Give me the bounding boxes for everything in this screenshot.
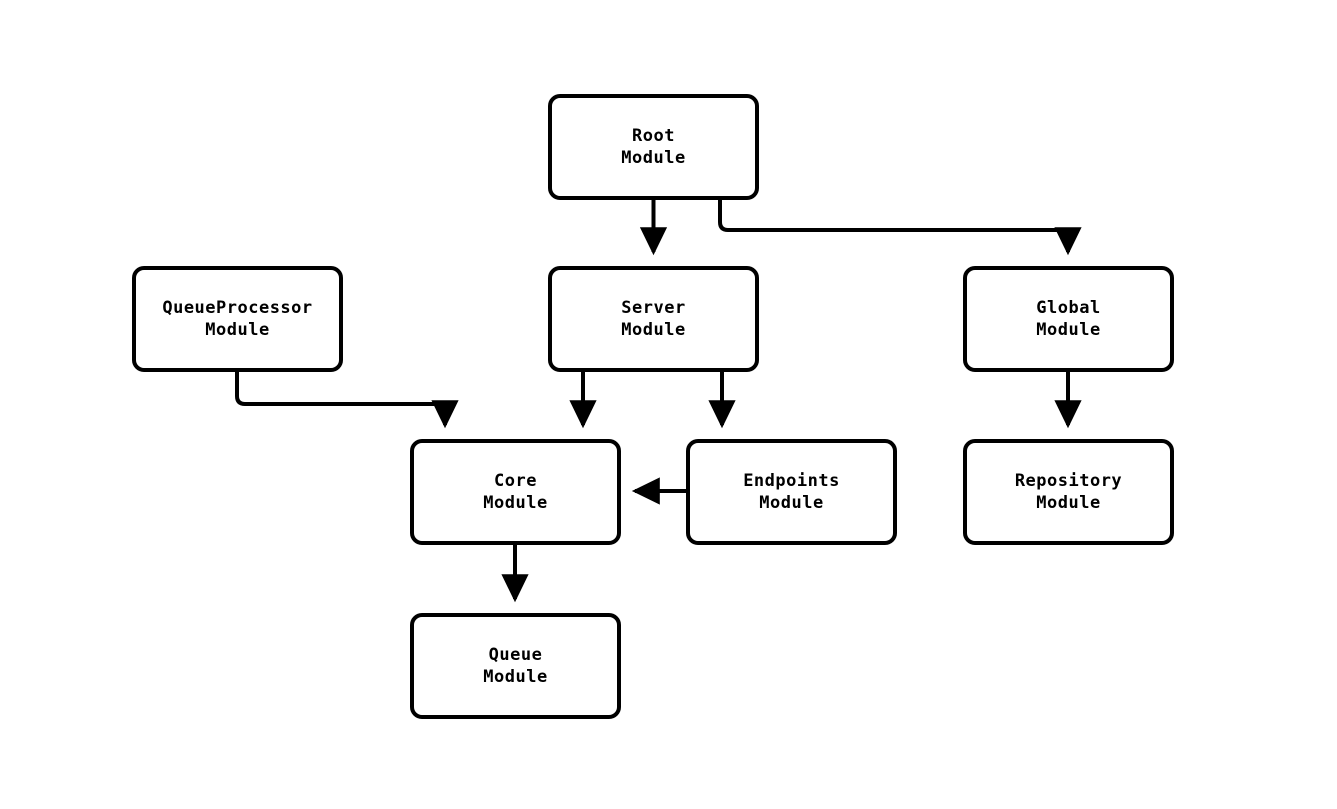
- node-core-module-line2: Module: [483, 493, 548, 513]
- node-server-module-line2: Module: [621, 320, 686, 340]
- node-endpoints-module-line1: Endpoints: [743, 471, 840, 491]
- node-server-module[interactable]: Server Module: [548, 266, 759, 372]
- node-core-module-line1: Core: [494, 471, 537, 491]
- node-root-module-line2: Module: [621, 148, 686, 168]
- node-queue-module-line1: Queue: [488, 645, 543, 665]
- node-queueprocessor-module-line2: Module: [205, 320, 270, 340]
- node-queueprocessor-module-line1: QueueProcessor: [162, 298, 313, 318]
- node-repository-module-line2: Module: [1036, 493, 1101, 513]
- node-repository-module-line1: Repository: [1014, 471, 1123, 491]
- node-global-module-line1: Global: [1036, 298, 1101, 318]
- node-queue-module-line2: Module: [483, 667, 548, 687]
- node-queue-module[interactable]: Queue Module: [410, 613, 621, 719]
- node-root-module-line1: Root: [632, 126, 675, 146]
- node-queueprocessor-module[interactable]: QueueProcessor Module: [132, 266, 343, 372]
- node-endpoints-module-line2: Module: [759, 493, 824, 513]
- node-core-module[interactable]: Core Module: [410, 439, 621, 545]
- node-repository-module[interactable]: Repository Module: [963, 439, 1174, 545]
- node-root-module[interactable]: Root Module: [548, 94, 759, 200]
- node-global-module-line2: Module: [1036, 320, 1101, 340]
- edge-queueprocessor-to-core: [235, 372, 459, 429]
- edge-root-to-global: [718, 200, 1082, 256]
- node-server-module-line1: Server: [621, 298, 686, 318]
- node-global-module[interactable]: Global Module: [963, 266, 1174, 372]
- node-endpoints-module[interactable]: Endpoints Module: [686, 439, 897, 545]
